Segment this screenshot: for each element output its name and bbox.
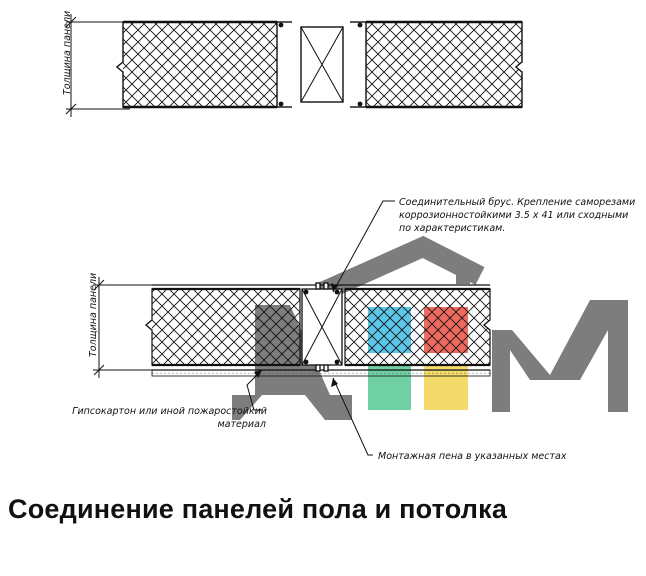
leader-lines [246,200,395,456]
top-detail: Толщина панели [62,11,523,117]
bottom-detail: Толщина панели [72,197,638,462]
connector-beam-bottom [301,282,343,372]
connector-beam-note: Соединительный брус. Крепление саморезам… [399,197,638,234]
left-panel [115,20,292,109]
screws [303,289,340,365]
connector-beam [300,26,344,103]
arrow-foam [331,378,338,387]
right-panel-bottom [344,288,491,366]
arrow-connector [331,283,338,292]
foam-note: Монтажная пена в указанных местах [378,451,567,462]
page-title: Соединение панелей пола и потолка [8,494,508,524]
arrow-drywall [254,370,262,378]
panel-thickness-label: Толщина панели [62,11,73,95]
left-panel-bottom [145,288,301,366]
right-panel [350,20,523,109]
drywall-note: Гипсокартон или иной пожаростойкий матер… [72,406,270,430]
panel-thickness-label-2: Толщина панели [88,273,99,357]
dimension-bottom [93,277,155,378]
dimension-top [65,14,130,117]
